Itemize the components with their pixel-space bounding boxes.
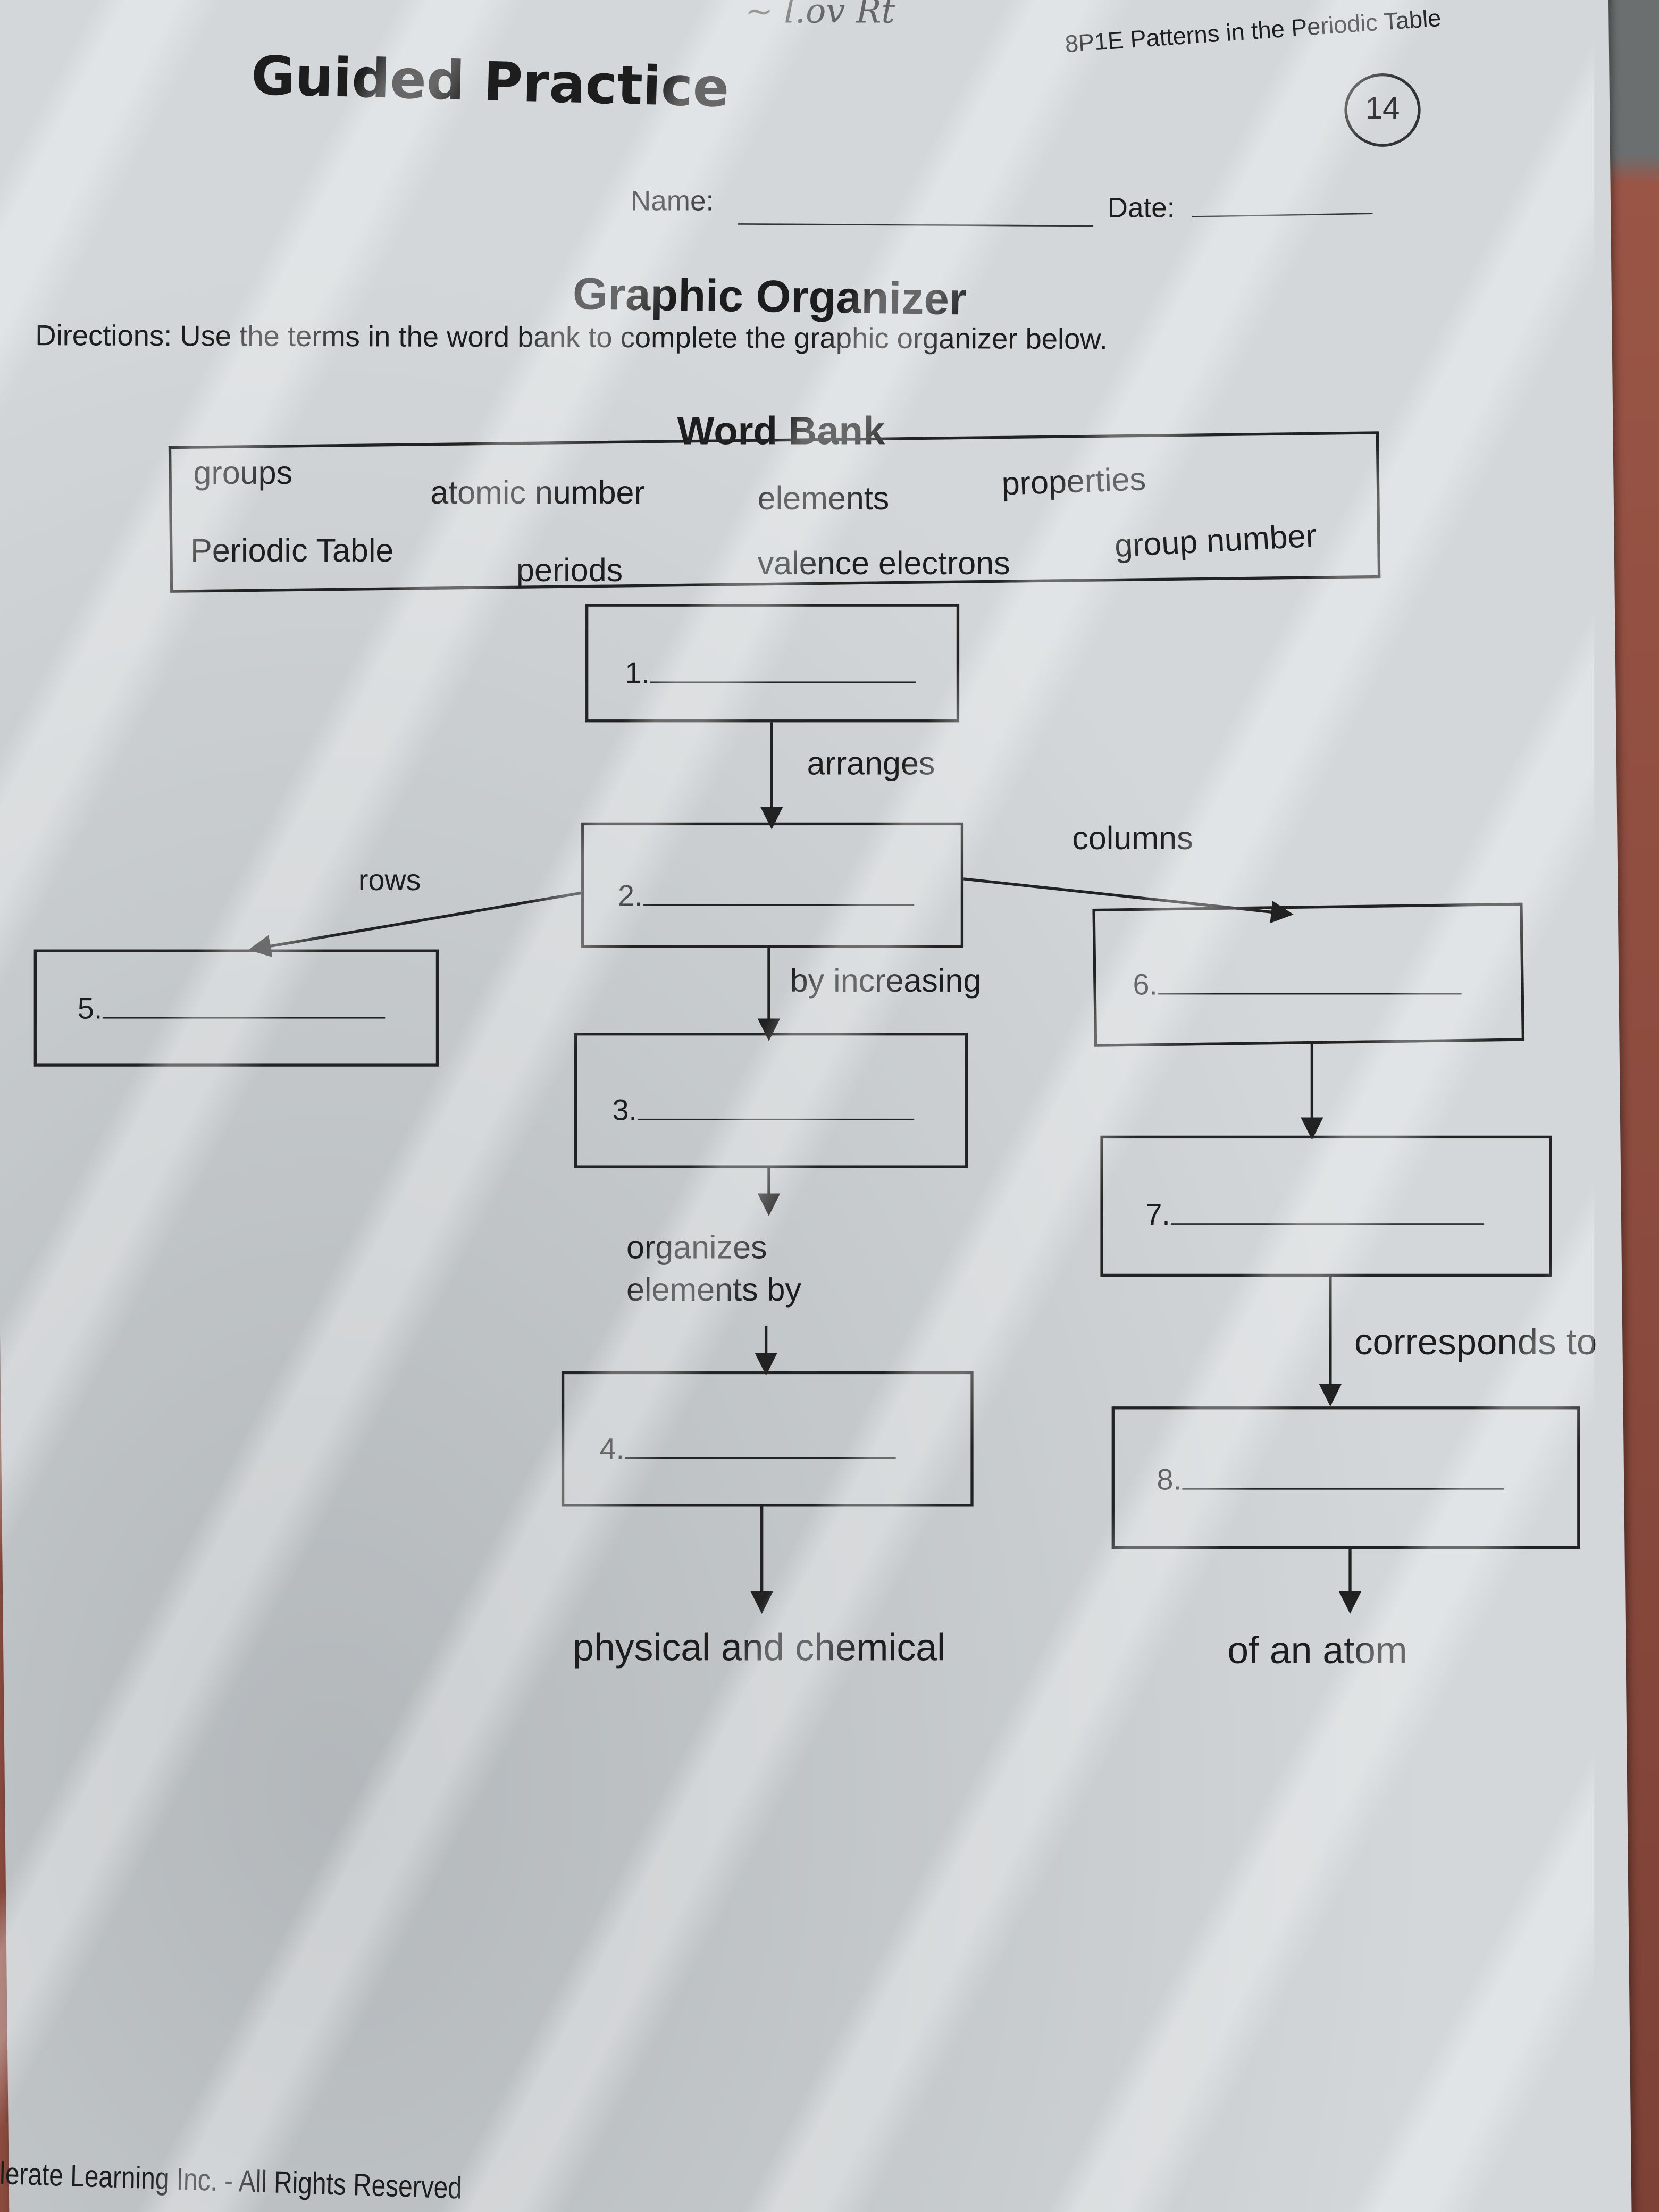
connector-atom: of an atom: [1227, 1629, 1407, 1672]
blank-number: 2.: [618, 880, 643, 913]
blank-number: 1.: [625, 657, 650, 690]
connector-rows: rows: [358, 865, 421, 898]
blank-number: 4.: [599, 1433, 625, 1466]
word-bank-title: Word Bank: [677, 409, 885, 453]
connector-columns: columns: [1072, 819, 1193, 857]
blank-8[interactable]: 8.: [1157, 1464, 1503, 1498]
blank-number: 6.: [1133, 969, 1158, 1002]
connector-properties: physical and chemical: [573, 1627, 945, 1669]
word-bank-term: atomic number: [430, 474, 645, 511]
word-bank-term: elements: [757, 480, 890, 517]
name-label: Name:: [630, 186, 714, 217]
blank-number: 5.: [77, 993, 103, 1026]
blank-number: 8.: [1157, 1464, 1182, 1497]
date-label: Date:: [1107, 193, 1175, 224]
connector-by-increasing: by increasing: [790, 962, 982, 999]
organizer-box-1: [585, 604, 960, 723]
blank-5[interactable]: 5.: [77, 993, 385, 1027]
blank-number: 3.: [612, 1094, 637, 1127]
connector-organizes: organizes: [626, 1228, 767, 1266]
handwritten-note: ~ l.ov Rt: [744, 0, 895, 31]
score-text: 14: [1365, 90, 1400, 126]
word-bank-term: periods: [516, 551, 623, 589]
arrow-columns: [963, 877, 1294, 924]
arrow-rows: [248, 891, 582, 958]
score-circle: 14: [1344, 73, 1421, 147]
organizer-box-3: [574, 1033, 968, 1168]
blank-7[interactable]: 7.: [1145, 1199, 1484, 1233]
word-bank-term: Periodic Table: [190, 532, 394, 569]
word-bank-term: groups: [193, 454, 293, 491]
organizer-box-4: [561, 1371, 974, 1507]
organizer-box-8: [1111, 1406, 1580, 1549]
connector-corresponds: corresponds to: [1354, 1320, 1597, 1363]
blank-number: 7.: [1145, 1199, 1170, 1232]
blank-2[interactable]: 2.: [618, 881, 914, 915]
word-bank-term: valence electrons: [757, 544, 1010, 582]
blank-6[interactable]: 6.: [1133, 969, 1461, 1003]
organizer-box-5: [33, 949, 439, 1067]
organizer-box-2: [581, 822, 964, 948]
blank-1[interactable]: 1.: [625, 657, 915, 691]
blank-3[interactable]: 3.: [612, 1094, 914, 1129]
organizer-box-7: [1100, 1135, 1552, 1277]
connector-arranges: arranges: [807, 744, 935, 782]
connector-elements-by: elements by: [626, 1271, 802, 1308]
blank-4[interactable]: 4.: [600, 1434, 895, 1468]
